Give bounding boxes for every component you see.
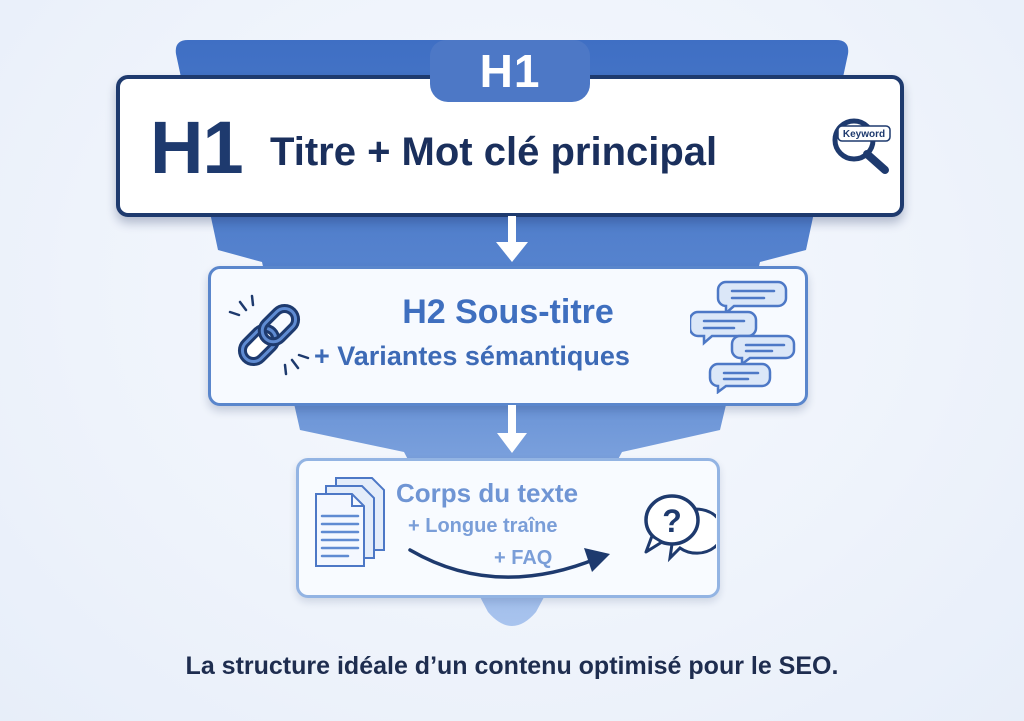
question-bubble-icon: ? [644, 494, 716, 563]
down-arrow-icon [497, 405, 527, 453]
h2-title: H2 Sous-titre [402, 293, 614, 331]
chat-bubbles-icon [690, 280, 796, 394]
h1-tab-label: H1 [430, 40, 590, 102]
body-title: Corps du texte [396, 478, 579, 508]
down-arrow-icon [496, 216, 528, 262]
chain-link-icon [228, 294, 310, 376]
h1-badge: H1 [150, 106, 244, 189]
body-faq: + FAQ [494, 547, 553, 569]
svg-text:?: ? [662, 503, 682, 539]
h2-subtitle: + Variantes sémantiques [314, 341, 630, 371]
keyword-icon-text: Keyword [843, 129, 885, 140]
h1-title: Titre + Mot clé principal [270, 130, 718, 174]
curved-arrow-icon [408, 548, 610, 579]
keyword-search-icon: Keyword [832, 118, 891, 174]
body-long-tail: + Longue traîne [408, 515, 558, 537]
documents-icon [315, 477, 385, 567]
caption: La structure idéale d’un contenu optimis… [185, 652, 839, 680]
